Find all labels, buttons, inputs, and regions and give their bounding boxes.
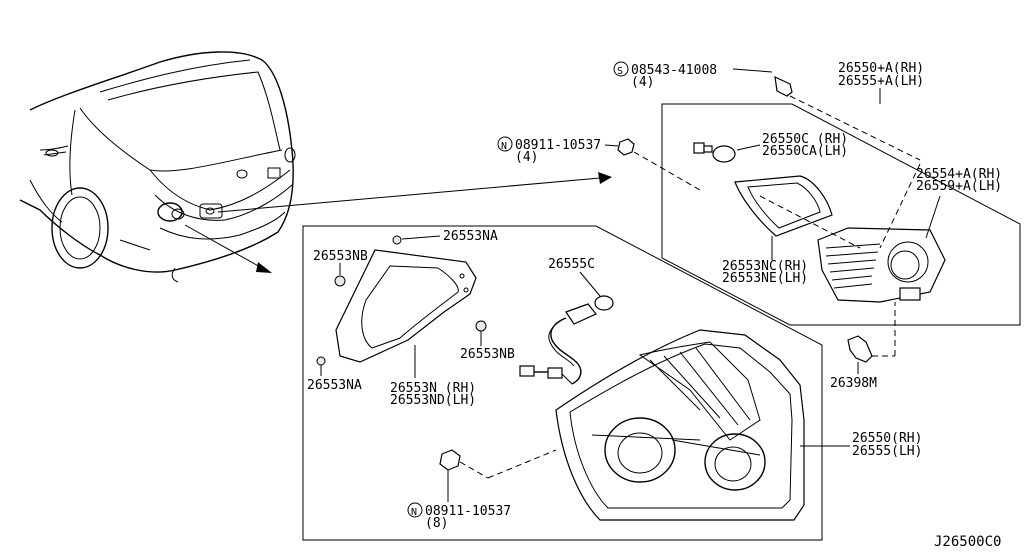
- nut-icon: [439, 449, 461, 471]
- bulb-socket-icon: [693, 142, 705, 154]
- car-rear-illustration: [19, 51, 296, 283]
- screw-icon: [774, 75, 793, 97]
- grommet-nb-left-label: 26553NB: [313, 249, 368, 264]
- grommet-26553nb-right: 26553NB: [460, 320, 515, 362]
- socket-26555c: 26555C: [519, 257, 614, 385]
- inner-housing-lh: 26559+A(LH): [916, 179, 1002, 194]
- bulb-26550c: 26550C (RH) 26550CA(LH): [693, 132, 848, 163]
- clip-26398m: 26398M: [830, 302, 896, 391]
- grommet-na-left-label: 26553NA: [307, 378, 362, 393]
- gasket-26553nc: 26553NC(RH) 26553NE(LH): [722, 175, 833, 286]
- gasket-lh: 26553ND(LH): [390, 393, 476, 408]
- inner-lamp-lh: 26555+A(LH): [838, 74, 924, 89]
- diagram-code: J26500C0: [934, 534, 1001, 550]
- screw-qty: (4): [631, 75, 654, 90]
- gasket-n-shape: [335, 249, 477, 363]
- gasket-rh: 26553N (RH): [390, 381, 476, 396]
- inner-gasket-lh: 26553NE(LH): [722, 271, 808, 286]
- rear-combination-lamp: 26550(RH) 26555(LH): [555, 329, 922, 521]
- grommet-na-top-label: 26553NA: [443, 229, 498, 244]
- inner-bulb-lh: 26550CA(LH): [762, 144, 848, 159]
- gasket-26553n: 26553N (RH) 26553ND(LH): [335, 249, 477, 408]
- nut-top-number: 08911-10537: [515, 138, 601, 153]
- s-symbol-icon: [613, 61, 629, 77]
- rear-lamp-lh: 26555(LH): [852, 444, 922, 459]
- nut-bottom-symbol: N: [411, 507, 417, 518]
- screw-08543-41008: S 08543-41008 (4): [613, 61, 921, 161]
- pointer-arrows: [184, 172, 612, 273]
- nut-bottom-qty: (8): [425, 516, 448, 531]
- nut-08911-10537-bottom: N 08911-10537 (8): [407, 449, 557, 531]
- socket-body-icon: [565, 303, 597, 325]
- n-symbol-icon: [497, 136, 513, 152]
- inner-gasket-rh: 26553NC(RH): [722, 259, 808, 274]
- nut-bottom-number: 08911-10537: [425, 504, 511, 519]
- nut-top-symbol: N: [501, 141, 507, 152]
- bulb-icon: [712, 145, 736, 163]
- housing-shape: [817, 227, 946, 303]
- grommet-26553na-left: 26553NA: [307, 356, 362, 393]
- gasket-nc-shape: [734, 175, 833, 237]
- clip-label: 26398M: [830, 376, 877, 391]
- connector-icon: [519, 365, 535, 377]
- housing-26554: 26554+A(RH) 26559+A(LH): [759, 163, 1002, 303]
- inner-housing-rh: 26554+A(RH): [916, 167, 1002, 182]
- inner-lamp-frame: [661, 103, 1021, 326]
- nut-icon: [617, 138, 635, 156]
- grommet-icon: [334, 275, 346, 287]
- clip-icon: [847, 335, 873, 363]
- grommet-icon: [392, 235, 402, 245]
- screw-symbol: S: [617, 66, 623, 77]
- grommet-icon: [316, 356, 326, 366]
- nut-top-qty: (4): [515, 150, 538, 165]
- rear-lamp-frame: [302, 225, 823, 541]
- grommet-26553na-top: 26553NA: [392, 229, 498, 245]
- socket-label: 26555C: [548, 257, 595, 272]
- nut-08911-10537-top: N 08911-10537 (4): [497, 136, 701, 191]
- grommet-icon: [475, 320, 487, 332]
- grommet-nb-right-label: 26553NB: [460, 347, 515, 362]
- n-symbol-icon: [407, 502, 423, 518]
- screw-number: 08543-41008: [631, 63, 717, 78]
- grommet-26553nb-left: 26553NB: [313, 249, 368, 287]
- inner-lamp-label: 26550+A(RH) 26555+A(LH): [838, 61, 924, 104]
- lamp-housing: [555, 329, 805, 521]
- inner-lamp-rh: 26550+A(RH): [838, 61, 924, 76]
- rear-lamp-rh: 26550(RH): [852, 431, 922, 446]
- socket-bulb-icon: [594, 295, 614, 311]
- inner-bulb-rh: 26550C (RH): [762, 132, 848, 147]
